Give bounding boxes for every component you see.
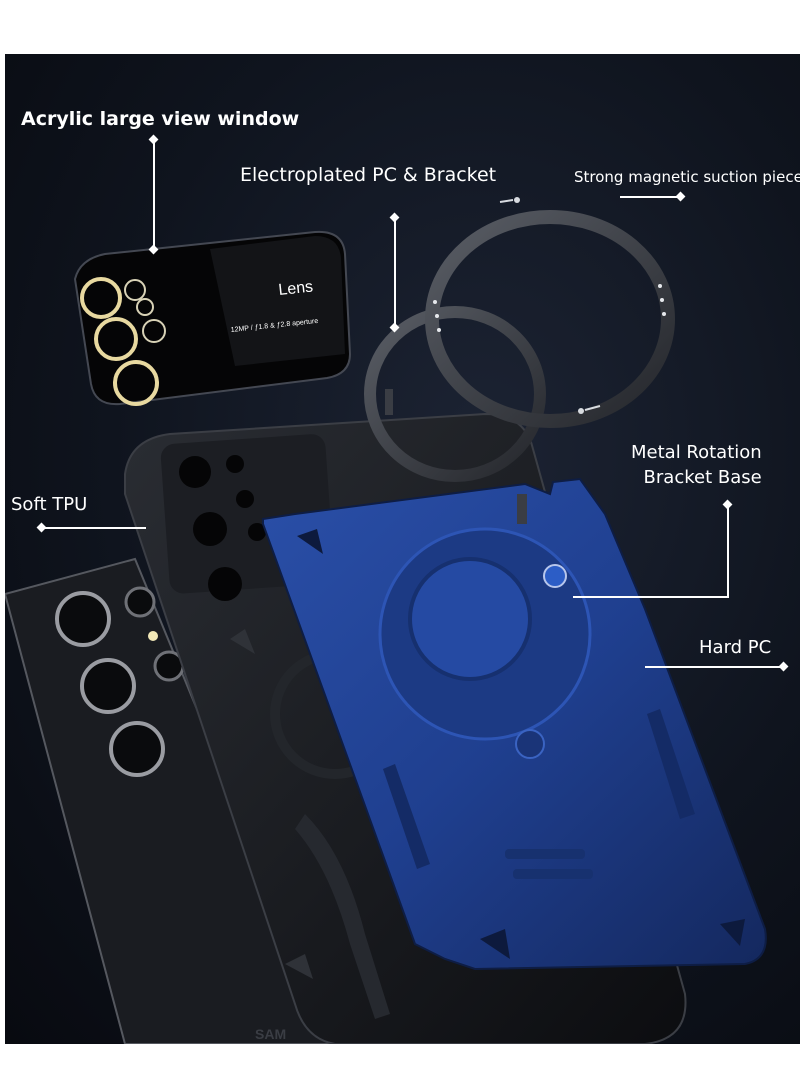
lens-title: Lens xyxy=(278,278,314,299)
leader-acrylic-window xyxy=(153,142,155,250)
electroplated-ring xyxy=(364,306,546,482)
callout-metal-rotation: Metal Rotation Bracket Base xyxy=(631,440,762,490)
callout-acrylic-window: Acrylic large view window xyxy=(21,108,300,130)
product-photo-frame: SAM xyxy=(5,54,800,1044)
rotation-disc xyxy=(408,557,532,681)
camera-lens-3 xyxy=(109,721,165,777)
exploded-case-illustration: SAM xyxy=(5,197,767,1044)
callout-metal-rotation-line1: Metal Rotation xyxy=(631,442,762,463)
hard-pc-shell xyxy=(262,477,767,971)
callout-soft-tpu: Soft TPU xyxy=(11,494,88,515)
callout-magnetic: Strong magnetic suction piece xyxy=(574,168,800,186)
side-slot-left xyxy=(383,764,430,869)
callout-metal-rotation-line2: Bracket Base xyxy=(643,467,762,488)
acrylic-lens-module: Lens 12MP / ƒ1.8 & ƒ2.8 aperture xyxy=(73,230,352,406)
leader-electroplated xyxy=(394,219,396,329)
phone-brand-text: SAM xyxy=(255,1026,286,1042)
camera-lens-1 xyxy=(55,591,111,647)
leader-metal-rotation xyxy=(727,506,729,598)
rotation-bracket-base xyxy=(543,564,567,588)
camera-lens-2 xyxy=(80,658,136,714)
leader-soft-tpu xyxy=(43,527,146,529)
flash-icon xyxy=(148,631,158,641)
phone-body xyxy=(5,557,337,1044)
leader-magnetic xyxy=(620,196,682,198)
grip-texture xyxy=(295,814,390,1019)
side-slot-right xyxy=(647,709,695,819)
camera-lens-4 xyxy=(124,586,156,618)
callout-electroplated: Electroplated PC & Bracket xyxy=(240,164,497,186)
magnetic-ring xyxy=(425,210,675,428)
leader-metal-rotation-h xyxy=(573,596,729,598)
callout-hard-pc: Hard PC xyxy=(699,637,772,658)
leader-hard-pc xyxy=(645,666,785,668)
